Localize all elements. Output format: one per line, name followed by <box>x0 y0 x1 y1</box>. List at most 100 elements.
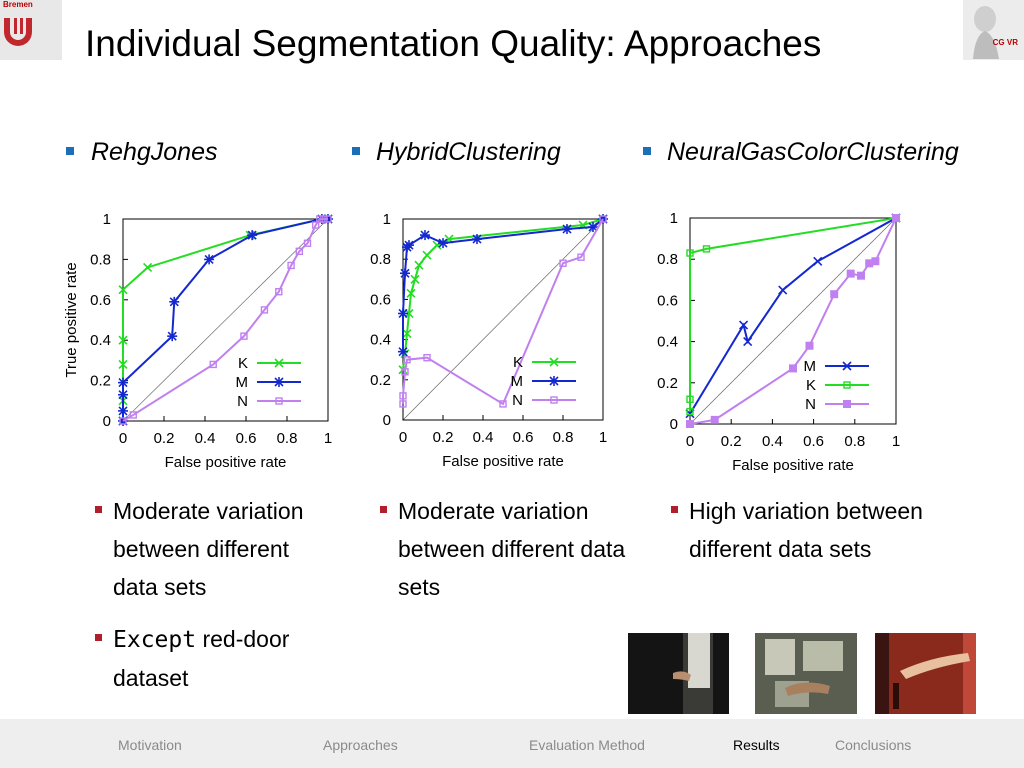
data-point-N <box>311 221 320 229</box>
sub-bullet-marker <box>95 506 102 513</box>
data-point-N <box>129 411 137 419</box>
x-tick-label: 0.8 <box>844 433 865 450</box>
y-tick-label: 0 <box>670 416 678 433</box>
university-crest-icon <box>4 18 32 46</box>
x-tick-label: 1 <box>892 433 900 450</box>
statue-icon <box>973 6 999 59</box>
sub-bullet-marker <box>671 506 678 513</box>
legend-marker-K <box>549 357 559 367</box>
data-point-N <box>240 332 248 340</box>
data-point-N <box>295 247 304 256</box>
x-tick-label: 1 <box>324 430 332 447</box>
photo-dark-room-hand <box>628 633 729 714</box>
data-point-M <box>743 337 753 347</box>
data-point-N <box>399 400 407 408</box>
x-tick-label: 0.6 <box>803 433 824 450</box>
data-point-N <box>423 353 431 362</box>
data-point-N <box>499 400 507 408</box>
data-point-N <box>401 368 409 376</box>
cgvr-label: CG VR <box>992 38 1018 47</box>
note-neuralgas-1: High variation between different data se… <box>689 498 923 562</box>
data-point-K <box>702 245 711 253</box>
data-point-N <box>805 341 814 350</box>
y-tick-label: 0.8 <box>657 251 678 268</box>
legend-label-M: M <box>511 373 524 390</box>
photo-red-door-hand <box>875 633 976 714</box>
data-point-N <box>320 215 328 223</box>
data-point-N <box>871 257 880 266</box>
series-line-N <box>122 218 328 422</box>
y-tick-label: 0.2 <box>370 372 391 389</box>
heading-hybridclustering: HybridClustering <box>376 138 561 166</box>
data-point-K <box>422 250 432 260</box>
series-line-M <box>122 218 328 421</box>
y-tick-label: 0.2 <box>90 373 111 390</box>
x-tick-label: 0 <box>119 430 127 447</box>
photo-poster-wall-hand <box>755 633 857 714</box>
cgvr-logo: CG VR <box>963 0 1024 60</box>
note-rehgjones-1: Moderate variation between different dat… <box>113 498 304 600</box>
data-point-N <box>789 364 797 373</box>
legend-marker-M <box>842 361 852 371</box>
data-point-K <box>686 395 694 403</box>
nav-approaches[interactable]: Approaches <box>323 737 398 753</box>
series-line-K <box>402 218 604 370</box>
data-point-N <box>710 415 719 424</box>
sub-bullet-marker <box>380 506 387 513</box>
x-tick-label: 0.6 <box>236 430 257 447</box>
nav-evaluation-method[interactable]: Evaluation Method <box>529 737 645 753</box>
legend-label-N: N <box>512 392 523 409</box>
data-point-N <box>559 259 567 267</box>
y-tick-label: 1 <box>103 211 111 228</box>
diagonal-line <box>122 218 329 422</box>
series-line-K <box>689 217 897 412</box>
data-point-K <box>402 329 412 339</box>
data-point-N <box>403 355 411 364</box>
heading-bullet <box>66 147 74 155</box>
data-point-N <box>324 215 332 223</box>
nav-conclusions[interactable]: Conclusions <box>835 737 912 753</box>
data-point-N <box>119 417 127 425</box>
y-tick-label: 0.4 <box>90 332 111 349</box>
legend-label-M: M <box>804 358 817 375</box>
data-point-N <box>599 215 607 223</box>
diagonal-line <box>689 217 897 425</box>
data-point-K <box>414 260 424 270</box>
nav-results[interactable]: Results <box>733 737 780 753</box>
x-tick-label: 0.2 <box>433 429 454 446</box>
y-tick-label: 1 <box>383 211 391 228</box>
university-name: Bremen <box>3 0 33 9</box>
series-line-N <box>402 218 604 406</box>
data-point-N <box>275 288 283 296</box>
data-point-N <box>686 420 694 428</box>
y-tick-label: 0.4 <box>370 332 391 349</box>
y-tick-label: 0.4 <box>657 334 678 351</box>
data-point-N <box>856 271 865 280</box>
data-point-N <box>209 360 217 369</box>
x-tick-label: 0.8 <box>553 429 574 446</box>
data-point-N <box>830 290 839 299</box>
series-line-M <box>689 217 897 415</box>
legend-label-N: N <box>237 393 248 410</box>
footer-bar <box>0 719 1024 768</box>
legend-label-K: K <box>238 355 248 372</box>
data-point-N <box>577 253 585 261</box>
y-tick-label: 0.8 <box>90 251 111 268</box>
y-tick-label: 0 <box>103 413 111 430</box>
y-tick-label: 0.6 <box>90 292 111 309</box>
university-logo: Bremen <box>0 0 62 60</box>
y-tick-label: 0.6 <box>657 292 678 309</box>
data-point-N <box>846 269 855 278</box>
data-point-N <box>316 215 324 223</box>
slide-title: Individual Segmentation Quality: Approac… <box>85 23 822 64</box>
data-point-K <box>410 274 420 284</box>
x-tick-label: 0.4 <box>762 433 783 450</box>
nav-motivation[interactable]: Motivation <box>118 737 182 753</box>
heading-bullet <box>643 147 651 155</box>
x-axis-label: False positive rate <box>442 453 564 470</box>
data-point-K <box>118 335 128 345</box>
except-keyword: Except <box>113 627 197 653</box>
